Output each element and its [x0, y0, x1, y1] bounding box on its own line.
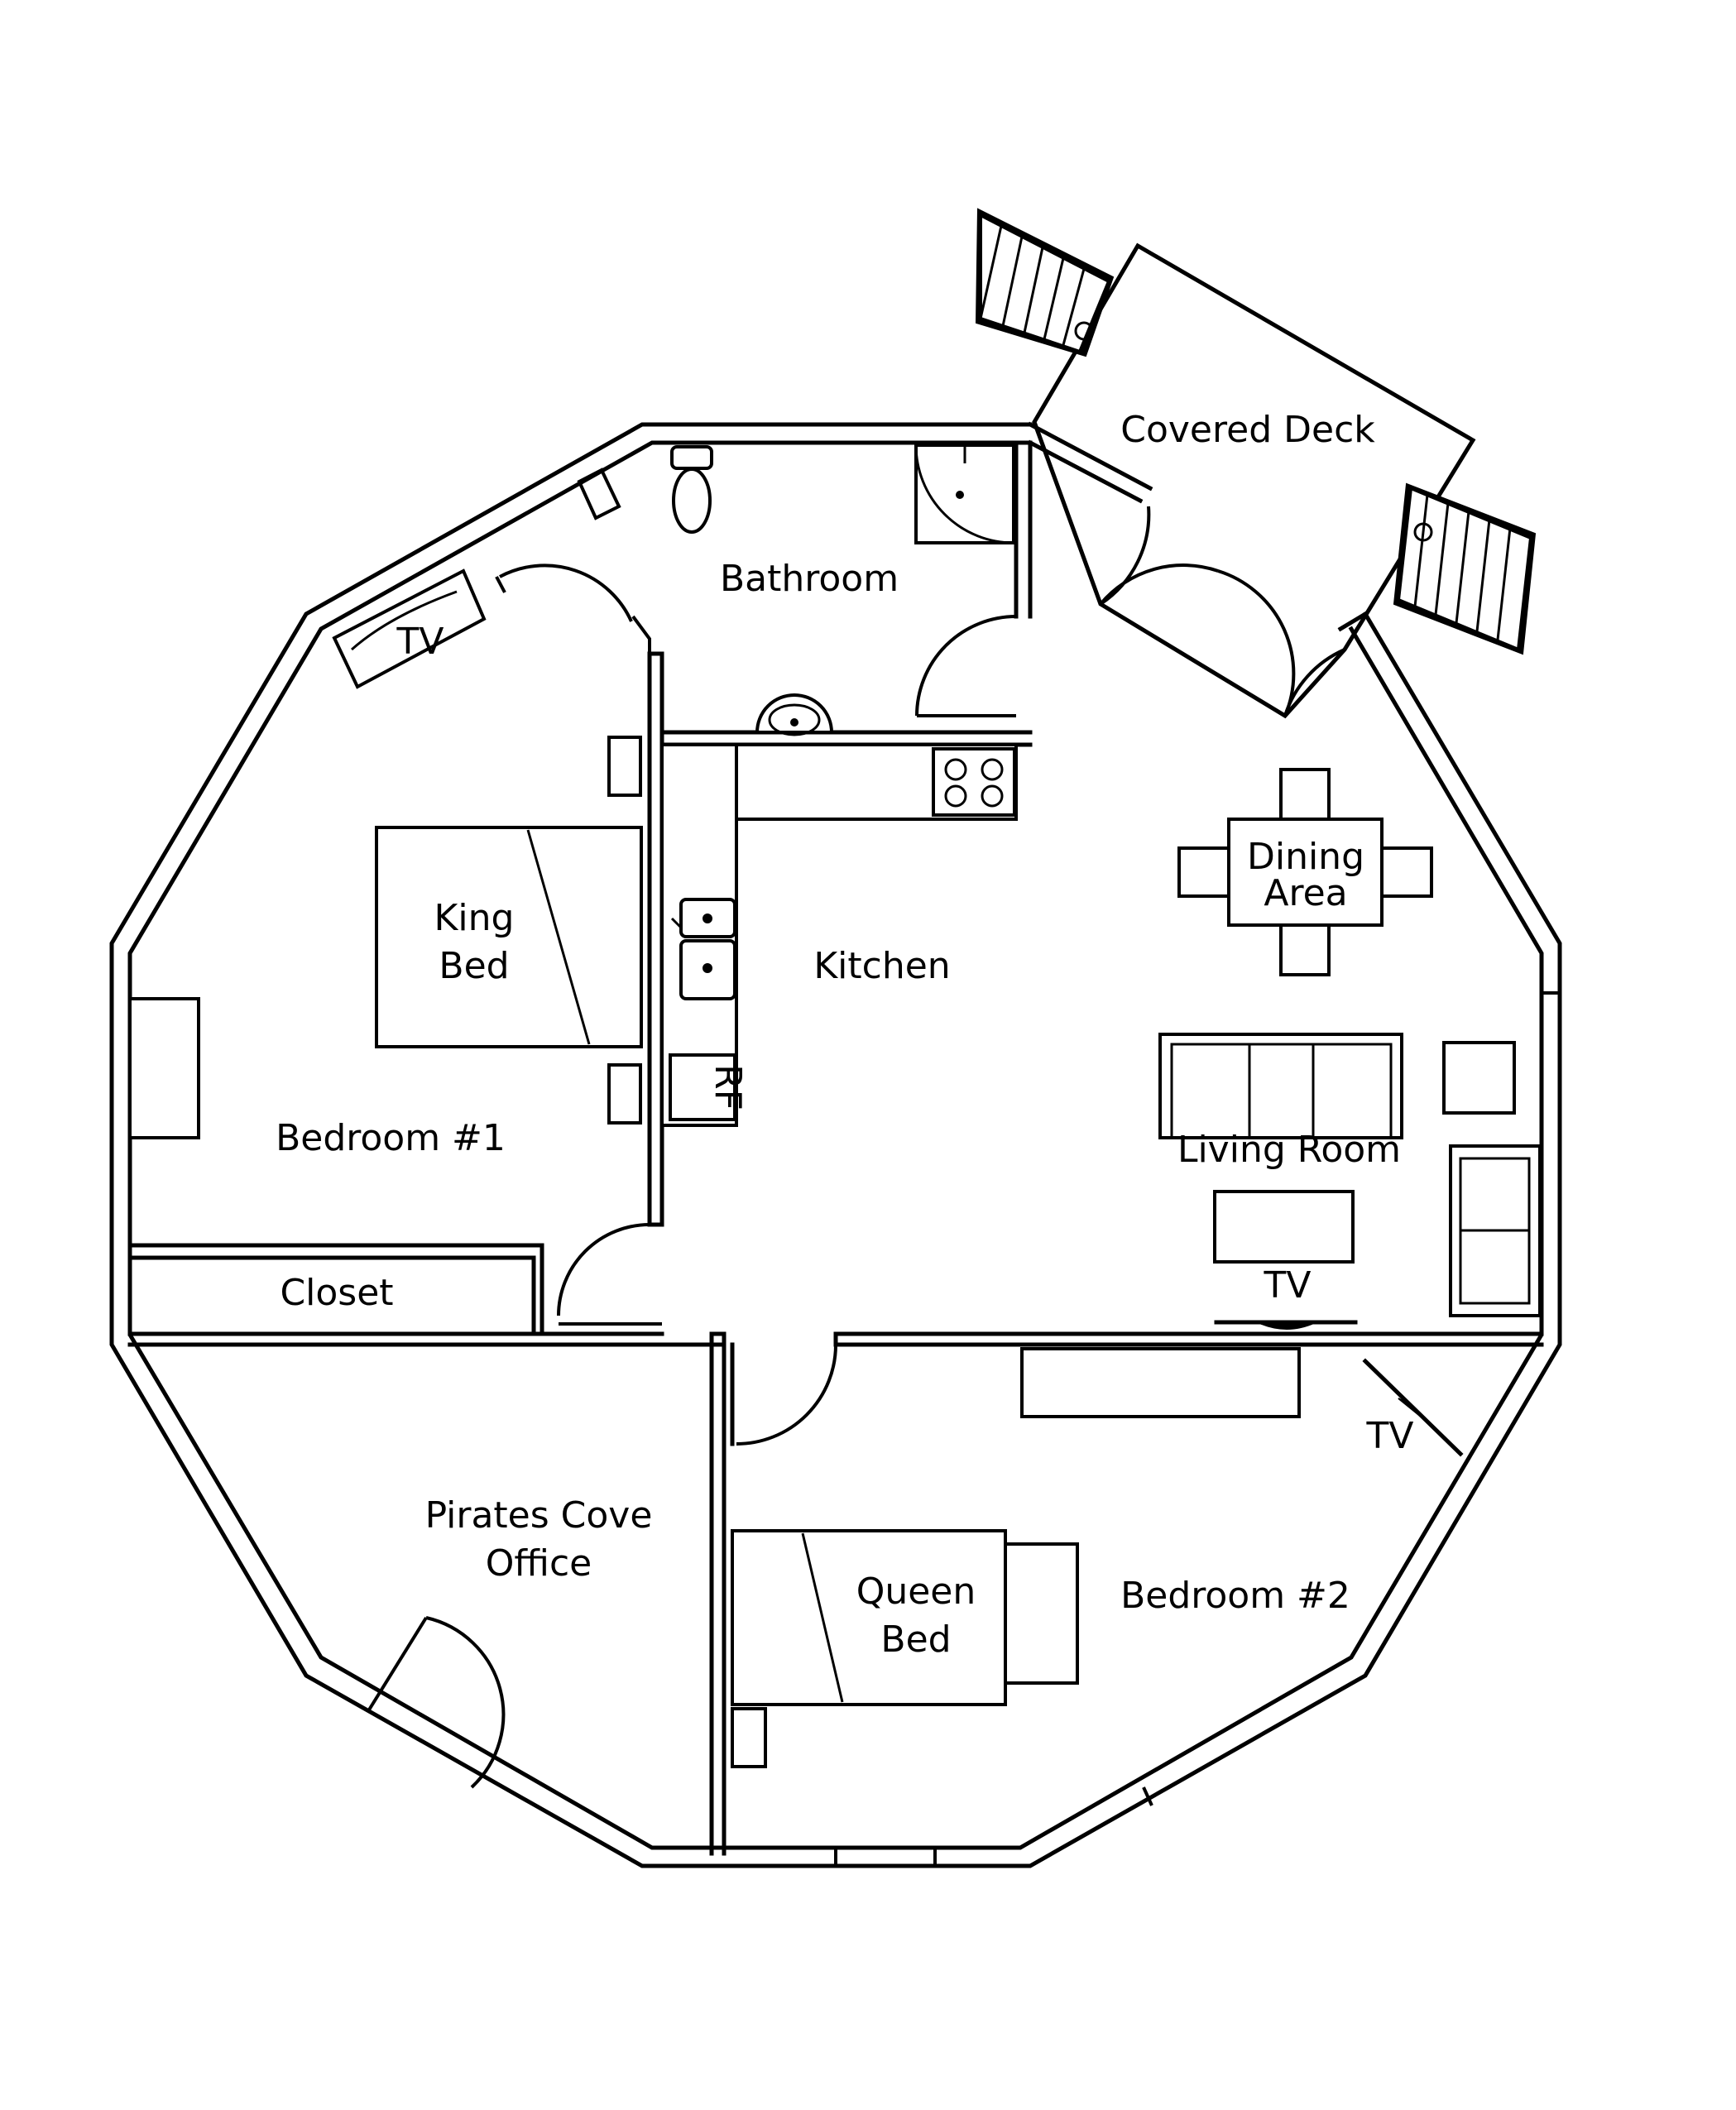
refrigerator-label: RF: [707, 1064, 749, 1110]
tv-stand-bedroom1: [332, 568, 487, 689]
dining-label-2: Area: [1264, 872, 1347, 914]
dresser-bedroom1: [128, 997, 200, 1139]
dining-table: [1177, 768, 1433, 976]
office-label-2: Office: [486, 1542, 592, 1585]
living-room-label: Living Room: [1177, 1129, 1401, 1171]
covered-deck-label: Covered Deck: [1120, 409, 1375, 451]
nightstand-bedroom2: [731, 1707, 767, 1768]
tv-stand-living: [1214, 1320, 1358, 1330]
tv-bedroom2-label: TV: [1366, 1415, 1414, 1457]
nightstand-bottom: [607, 1063, 642, 1125]
toilet-icon: [670, 445, 713, 534]
tv-stand-bedroom2: [1362, 1358, 1464, 1457]
tv-living-label: TV: [1264, 1264, 1312, 1307]
queen-bed-label-1: Queen: [856, 1571, 976, 1613]
bedroom1-label: Bedroom #1: [276, 1117, 506, 1159]
kitchen-sink-icon: [670, 898, 736, 1000]
deck-stairs-right: [1396, 486, 1533, 652]
nightstand-top: [607, 736, 642, 797]
sofa: [1158, 1033, 1403, 1139]
window-marks: [834, 991, 1560, 1866]
deck-doors: [1099, 506, 1345, 717]
bedroom2-label: Bedroom #2: [1120, 1575, 1350, 1617]
king-bed: [375, 826, 643, 1048]
tv-bedroom1-label: TV: [396, 621, 444, 663]
dresser-bedroom2: [1020, 1347, 1301, 1418]
bedroom2-walls: [730, 1331, 1544, 1446]
coffee-table: [1213, 1190, 1355, 1264]
office-walls: [367, 1331, 727, 1856]
armchair: [1442, 1041, 1516, 1115]
bathroom-label: Bathroom: [720, 558, 899, 600]
shower-icon: [914, 444, 1015, 544]
king-bed-label-1: King: [434, 897, 515, 939]
kitchen-label: Kitchen: [813, 945, 950, 987]
queen-bed: [731, 1529, 1079, 1706]
king-bed-label-2: Bed: [439, 945, 509, 987]
queen-bed-label-2: Bed: [880, 1618, 951, 1661]
bathroom-sink-icon: [755, 693, 834, 736]
dining-label-1: Dining: [1247, 836, 1364, 878]
loveseat: [1449, 1144, 1542, 1317]
refrigerator: RF: [669, 1053, 749, 1121]
closet-label: Closet: [280, 1272, 393, 1314]
deck-stairs-left: [979, 212, 1111, 354]
office-label-1: Pirates Cove: [425, 1494, 653, 1537]
